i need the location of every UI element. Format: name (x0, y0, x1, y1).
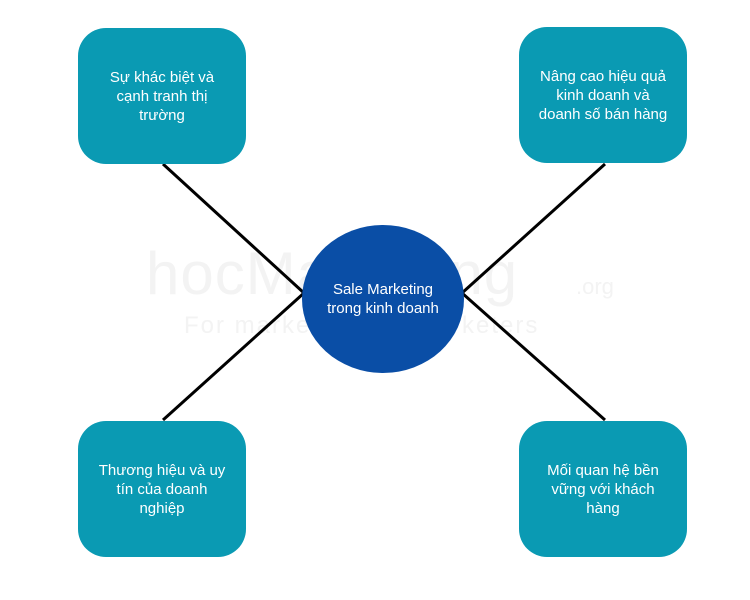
node-line: doanh số bán hàng (538, 105, 668, 123)
node-line: vững với khách (551, 480, 655, 498)
node-line: hàng (586, 499, 620, 517)
node-line: tín của doanh (116, 480, 208, 498)
node-bottom-right: Mối quan hệ bền vững với khách hàng (519, 421, 687, 557)
connector-top-left (161, 162, 306, 295)
node-line: trường (139, 106, 185, 124)
node-line: nghiệp (139, 499, 185, 517)
node-top-right: Nâng cao hiệu quả kinh doanh và doanh số… (519, 27, 687, 163)
node-line: Mối quan hệ bền (547, 461, 659, 479)
center-node-line: trong kinh doanh (327, 300, 439, 317)
center-node-line: Sale Marketing (332, 281, 434, 298)
node-line: Sự khác biệt và (109, 68, 215, 86)
node-line: Thương hiệu và uy (98, 461, 226, 479)
node-label: Thương hiệu và uy tín của doanh nghiệp (99, 461, 226, 518)
connector-bottom-left (161, 291, 306, 422)
node-top-left: Sự khác biệt và cạnh tranh thị trường (78, 28, 246, 164)
node-line: Nâng cao hiệu quả (540, 67, 666, 85)
node-line: kinh doanh và (556, 86, 650, 104)
node-label: Nâng cao hiệu quả kinh doanh và doanh số… (539, 67, 667, 124)
node-bottom-left: Thương hiệu và uy tín của doanh nghiệp (78, 421, 246, 557)
node-label: Sự khác biệt và cạnh tranh thị trường (110, 68, 214, 125)
connector-bottom-right (461, 291, 606, 422)
center-node: Sale Marketing trong kinh doanh (302, 225, 464, 373)
connector-top-right (460, 162, 607, 295)
node-label: Mối quan hệ bền vững với khách hàng (547, 461, 659, 518)
node-line: cạnh tranh thị (116, 87, 208, 105)
center-node-label: Sale Marketing trong kinh doanh (327, 280, 439, 318)
